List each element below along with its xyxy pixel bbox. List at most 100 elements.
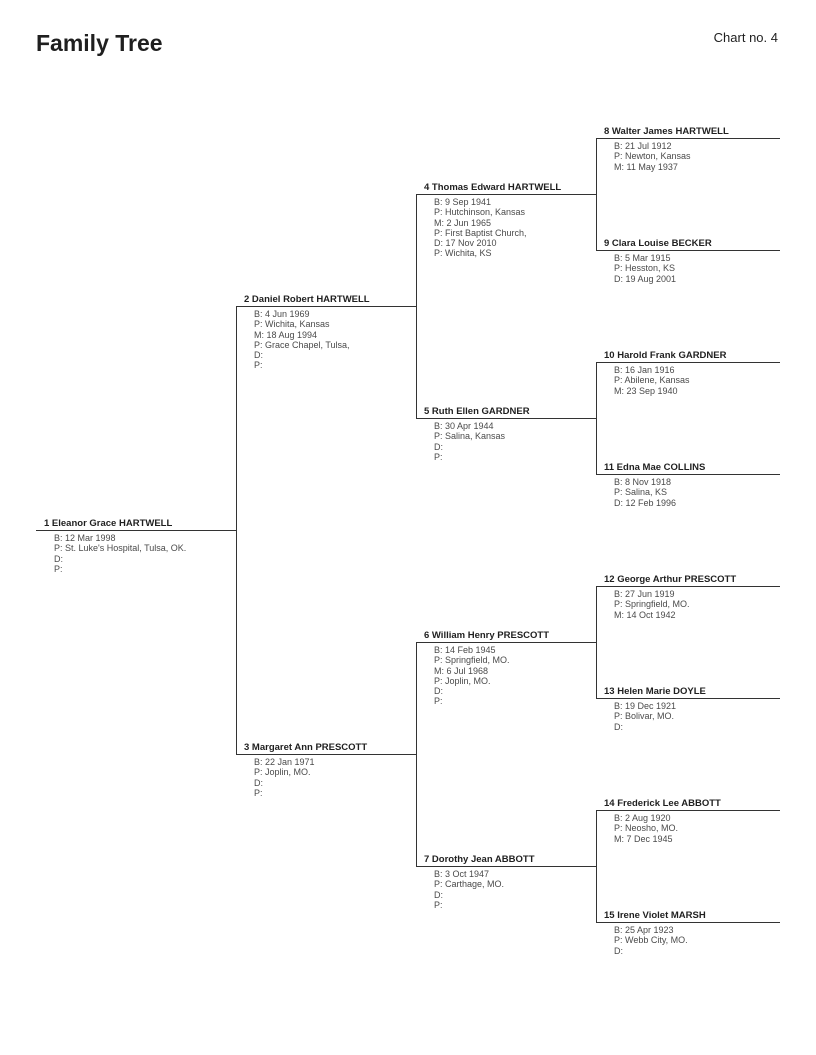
person-9-detail-line: D: 19 Aug 2001: [614, 273, 677, 284]
person-4-detail-line: M: 2 Jun 1965: [434, 217, 492, 228]
person-15-detail-line: P: Webb City, MO.: [614, 935, 688, 946]
person-2-name[interactable]: 2 Daniel Robert HARTWELL: [244, 294, 370, 305]
person-7-detail-line: D:: [434, 889, 443, 900]
person-15-detail-line: D:: [614, 945, 623, 956]
person-6-detail-line: P:: [434, 696, 443, 707]
person-13-detail-line: P: Bolivar, MO.: [614, 711, 675, 722]
person-1-detail-line: D:: [54, 553, 63, 564]
person-14-detail-line: M: 7 Dec 1945: [614, 833, 673, 844]
person-9-detail-line: B: 5 Mar 1915: [614, 253, 671, 263]
person-2-underline: [236, 306, 416, 307]
person-4-detail-line: B: 9 Sep 1941: [434, 197, 492, 207]
person-4-detail-line: P: Hutchinson, Kansas: [434, 207, 526, 218]
person-5-detail-line: P: Salina, Kansas: [434, 431, 506, 442]
connector-1: [236, 306, 237, 755]
person-9-name[interactable]: 9 Clara Louise BECKER: [604, 238, 712, 249]
person-7-detail-line: B: 3 Oct 1947: [434, 869, 490, 879]
person-13-underline: [596, 698, 780, 699]
person-8-detail-line: B: 21 Jul 1912: [614, 141, 672, 151]
person-5-detail-line: B: 30 Apr 1944: [434, 421, 494, 431]
person-10-detail-line: B: 16 Jan 1916: [614, 365, 675, 375]
person-11-name[interactable]: 11 Edna Mae COLLINS: [604, 462, 706, 473]
person-2-detail-line: P: Wichita, Kansas: [254, 319, 330, 330]
person-2-detail-line: B: 4 Jun 1969: [254, 309, 310, 319]
person-5-detail-line: D:: [434, 441, 443, 452]
person-3-detail-line: P: Joplin, MO.: [254, 767, 311, 778]
person-6-detail-line: D:: [434, 686, 443, 697]
person-11-underline: [596, 474, 780, 475]
person-14-underline: [596, 810, 780, 811]
person-12-detail-line: B: 27 Jun 1919: [614, 589, 675, 599]
connector-4: [596, 138, 597, 251]
person-5-detail-line: P:: [434, 451, 443, 462]
person-8-detail-line: M: 11 May 1937: [614, 161, 678, 172]
person-10-name[interactable]: 10 Harold Frank GARDNER: [604, 350, 727, 361]
person-4-detail-line: D: 17 Nov 2010: [434, 238, 497, 249]
person-5-name[interactable]: 5 Ruth Ellen GARDNER: [424, 406, 530, 417]
person-12-detail-line: P: Springfield, MO.: [614, 599, 690, 610]
person-4-name[interactable]: 4 Thomas Edward HARTWELL: [424, 182, 562, 193]
person-12-underline: [596, 586, 780, 587]
person-7-name[interactable]: 7 Dorothy Jean ABBOTT: [424, 854, 535, 865]
person-6-detail-line: P: Joplin, MO.: [434, 675, 491, 686]
connector-3: [416, 642, 417, 867]
person-1-name[interactable]: 1 Eleanor Grace HARTWELL: [44, 518, 173, 529]
person-14-detail-line: P: Neosho, MO.: [614, 823, 679, 834]
person-6-detail-line: B: 14 Feb 1945: [434, 645, 496, 655]
person-3-name[interactable]: 3 Margaret Ann PRESCOTT: [244, 742, 368, 753]
person-10-detail-line: P: Abilene, Kansas: [614, 375, 690, 386]
connector-7: [596, 810, 597, 923]
person-8-detail-line: P: Newton, Kansas: [614, 151, 691, 162]
person-15-name[interactable]: 15 Irene Violet MARSH: [604, 910, 706, 921]
person-12-name[interactable]: 12 George Arthur PRESCOTT: [604, 574, 737, 585]
person-15-underline: [596, 922, 780, 923]
person-2-detail-line: M: 18 Aug 1994: [254, 329, 318, 340]
connector-5: [596, 362, 597, 475]
person-1-detail-line: P:: [54, 563, 63, 574]
person-2-detail-line: D:: [254, 350, 263, 361]
person-13-name[interactable]: 13 Helen Marie DOYLE: [604, 686, 706, 697]
person-3-detail-line: B: 22 Jan 1971: [254, 757, 315, 767]
person-11-detail-line: D: 12 Feb 1996: [614, 497, 677, 508]
person-12-detail-line: M: 14 Oct 1942: [614, 609, 676, 620]
person-4-detail-line: P: First Baptist Church,: [434, 227, 527, 238]
connector-2: [416, 194, 417, 419]
person-13-detail-line: B: 19 Dec 1921: [614, 701, 677, 711]
connector-6: [596, 586, 597, 699]
person-3-detail-line: D:: [254, 777, 263, 788]
person-8-underline: [596, 138, 780, 139]
person-8-name[interactable]: 8 Walter James HARTWELL: [604, 126, 729, 137]
person-1-underline: [36, 530, 236, 531]
person-6-underline: [416, 642, 596, 643]
person-15-detail-line: B: 25 Apr 1923: [614, 925, 674, 935]
person-1-detail-line: B: 12 Mar 1998: [54, 533, 116, 543]
person-14-name[interactable]: 14 Frederick Lee ABBOTT: [604, 798, 721, 809]
person-6-name[interactable]: 6 William Henry PRESCOTT: [424, 630, 550, 641]
person-6-detail-line: P: Springfield, MO.: [434, 655, 510, 666]
person-1-detail-line: P: St. Luke's Hospital, Tulsa, OK.: [54, 543, 187, 554]
person-10-detail-line: M: 23 Sep 1940: [614, 385, 678, 396]
person-7-underline: [416, 866, 596, 867]
person-3-underline: [236, 754, 416, 755]
person-11-detail-line: P: Salina, KS: [614, 487, 668, 498]
person-4-detail-line: P: Wichita, KS: [434, 248, 492, 259]
person-11-detail-line: B: 8 Nov 1918: [614, 477, 672, 487]
person-7-detail-line: P: Carthage, MO.: [434, 879, 505, 890]
person-2-detail-line: P: Grace Chapel, Tulsa,: [254, 339, 350, 350]
person-13-detail-line: D:: [614, 721, 623, 732]
